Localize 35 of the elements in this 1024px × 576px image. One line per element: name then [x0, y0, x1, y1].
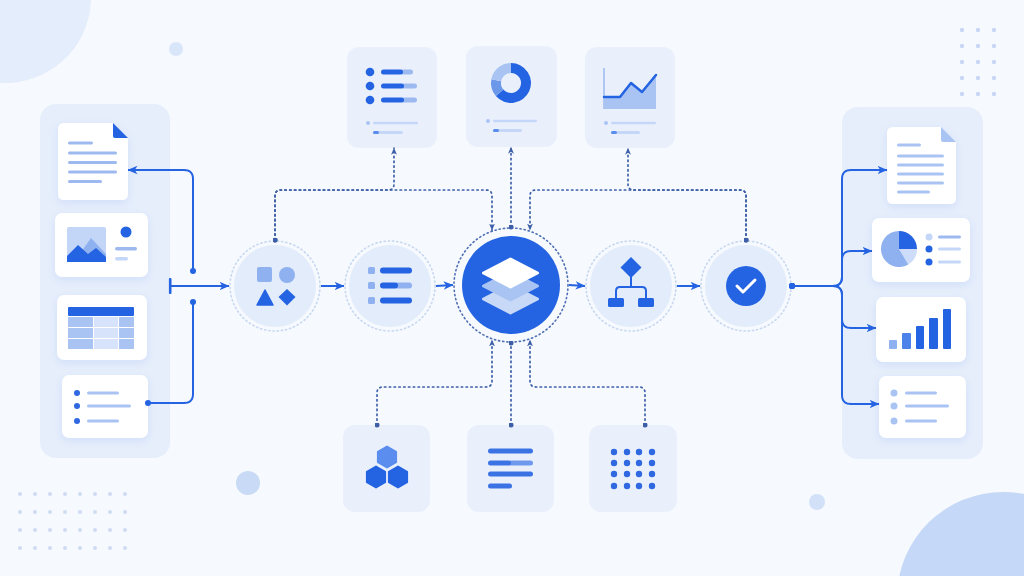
arrow: [789, 283, 880, 409]
panel: [842, 107, 983, 459]
dotted-line: [508, 340, 514, 428]
table-card: [57, 295, 147, 360]
chart-card: [872, 218, 970, 282]
dotted-arrow: [527, 189, 749, 243]
document-card: [58, 123, 128, 200]
arrow: [676, 281, 701, 291]
card: [589, 425, 677, 512]
image-card: [55, 213, 148, 277]
process-circle: [585, 240, 677, 332]
panel: [40, 104, 170, 458]
arrow: [168, 278, 230, 294]
dotted-arrow: [527, 338, 648, 428]
card: [343, 425, 430, 512]
document-card: [887, 127, 956, 204]
process-circle: [700, 240, 792, 332]
dotted-arrow: [272, 189, 495, 243]
list-card: [62, 375, 148, 438]
hub-circle: [453, 227, 569, 343]
list-card: [879, 376, 966, 438]
process-circle: [229, 240, 321, 332]
card: [467, 425, 554, 512]
card: [466, 46, 557, 147]
arrow: [127, 165, 196, 274]
arrow: [320, 281, 345, 291]
card: [585, 47, 675, 148]
connector-line: [145, 299, 196, 406]
dotted-arrow: [374, 338, 495, 428]
dotted-arrow: [508, 146, 514, 230]
arrow: [568, 281, 586, 290]
arrow: [435, 281, 454, 290]
card: [347, 47, 437, 148]
process-circle: [344, 240, 436, 332]
chart-card: [876, 297, 966, 362]
